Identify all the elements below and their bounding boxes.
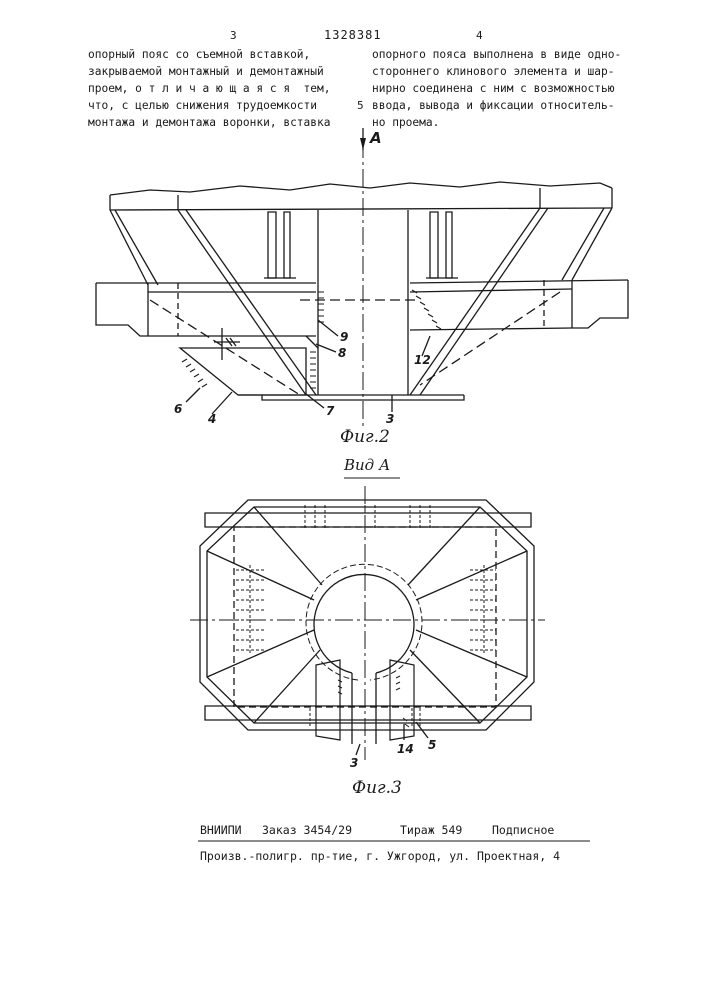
figure-2-label-8: 8: [338, 346, 346, 360]
footer-org: ВНИИПИ: [200, 823, 242, 837]
figure-2-label-6: 6: [174, 402, 182, 416]
figure-2-drawing: [96, 128, 628, 430]
figure-2-label-9: 9: [340, 330, 348, 344]
footer-subscription: Подписное: [492, 823, 554, 837]
figure-3-view-title: Вид А: [344, 456, 390, 474]
view-arrow-label: A: [370, 129, 382, 147]
break-line: [110, 182, 612, 195]
footer-circulation: Тираж 549: [400, 823, 462, 837]
figure-3-label-14: 14: [397, 742, 414, 756]
footer-order: Заказ 3454/29: [262, 823, 352, 837]
figure-2-label-7: 7: [326, 404, 334, 418]
figure-3-label-5: 5: [428, 738, 436, 752]
footer-address: Произв.-полигр. пр-тие, г. Ужгород, ул. …: [200, 849, 560, 863]
figure-3-label-3: 3: [350, 756, 358, 770]
figure-3-caption: Фиг.3: [352, 778, 402, 798]
figure-2-label-4: 4: [208, 412, 216, 426]
figure-2-label-3: 3: [386, 412, 394, 426]
figure-3-drawing: [190, 478, 545, 760]
figure-2-label-12: 12: [414, 353, 431, 367]
figure-2-caption: Фиг.2: [340, 427, 390, 447]
